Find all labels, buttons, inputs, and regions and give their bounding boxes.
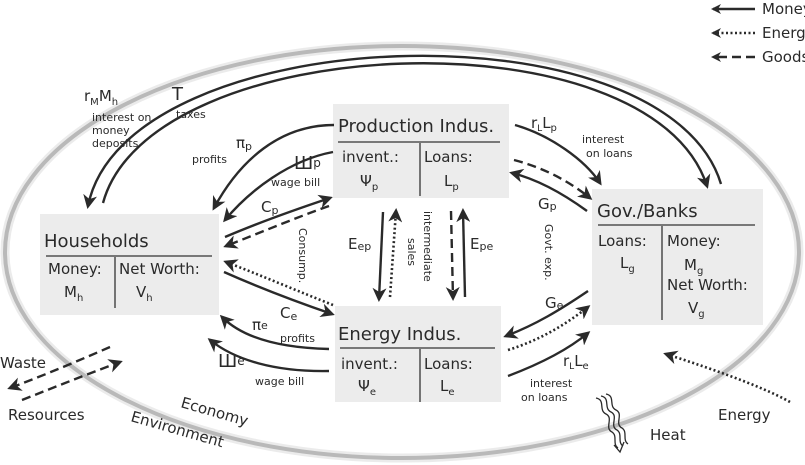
gov-title: Gov./Banks xyxy=(597,201,698,222)
resources-label: Resources xyxy=(8,406,85,424)
households-money-var: Mh xyxy=(64,283,83,304)
interest-e-arrow xyxy=(507,331,591,378)
profits-e-arrow xyxy=(219,314,330,351)
rLLp-label: rLLp xyxy=(531,114,557,134)
waste-label: Waste xyxy=(0,354,46,372)
households-networth-var: Vh xyxy=(136,283,153,304)
intermediate-label: sales xyxy=(405,238,418,266)
gov-loans-var: Lg xyxy=(620,254,635,275)
E-pe-goods-arrow xyxy=(445,210,460,301)
energy-inventory-var: Ψe xyxy=(358,377,376,398)
G-e-label: Ge xyxy=(545,294,564,312)
consumption-p-goods-arrow xyxy=(223,204,330,249)
heat-label: Heat xyxy=(650,426,686,444)
energy-loans-label: Loans: xyxy=(424,355,473,373)
heat-icon xyxy=(595,393,629,454)
wage-e-arrow xyxy=(207,338,330,373)
arc-households-to-gov xyxy=(101,62,711,204)
w-p-label: Шp xyxy=(294,153,321,174)
pi-p-desc: profits xyxy=(192,153,227,166)
w-e-desc: wage bill xyxy=(255,375,304,388)
legend-money-label: Money xyxy=(762,0,805,18)
legend: Money Energy Goods xyxy=(711,0,805,66)
w-e-label: Шe xyxy=(218,351,245,372)
legend-goods-label: Goods xyxy=(762,48,805,66)
consumption-p-money-arrow xyxy=(224,194,333,239)
consumption-e-money-arrow xyxy=(223,270,335,318)
gov-money-label: Money: xyxy=(667,232,721,250)
rMMh-label: rMMh xyxy=(84,87,118,108)
rLLp-desc: interest xyxy=(582,133,625,146)
gov-networth-var: Vg xyxy=(688,299,705,320)
energy-node: Energy Indus. invent.: Ψe Loans: Le xyxy=(335,306,501,402)
economy-boundary-glow xyxy=(0,41,804,463)
gov-loans-label: Loans: xyxy=(598,232,647,250)
pi-p-label: πp xyxy=(236,134,252,153)
T-desc: taxes xyxy=(176,108,206,121)
w-p-desc: wage bill xyxy=(271,176,320,189)
T-label: T xyxy=(171,84,184,105)
arc-gov-to-households xyxy=(83,54,723,209)
households-networth-label: Net Worth: xyxy=(119,260,200,278)
production-loans-label: Loans: xyxy=(424,148,473,166)
rMMh-desc: money xyxy=(92,124,130,137)
energy-inventory-label: invent.: xyxy=(341,355,398,373)
wage-p-arrow xyxy=(223,150,334,223)
rLLe-desc: interest xyxy=(530,377,573,390)
households-title: Households xyxy=(44,231,149,252)
pi-e-label: πe xyxy=(252,316,268,334)
rMMh-desc: deposits xyxy=(92,137,139,150)
rMMh-desc: interest on xyxy=(92,111,151,124)
E-ep-label: Eep xyxy=(348,235,371,253)
govt-exp-e-money-arrow xyxy=(503,290,589,339)
G-p-label: Gp xyxy=(538,195,557,213)
energy-to-gov-arrow xyxy=(507,305,591,352)
gov-banks-node: Gov./Banks Loans: Lg Money: Mg Net Worth… xyxy=(592,189,763,325)
rLLe-label: rLLe xyxy=(563,352,589,372)
legend-energy-label: Energy xyxy=(762,24,805,42)
households-node: Households Money: Mh Net Worth: Vh xyxy=(40,214,219,315)
govt-exp-label: Govt. exp. xyxy=(542,224,555,281)
E-pe-money-arrow xyxy=(456,208,471,298)
energy-input-label: Energy xyxy=(718,406,771,424)
consumption-label: Consump. xyxy=(296,228,309,283)
rLLe-desc: on loans xyxy=(521,391,568,404)
rLLp-desc: on loans xyxy=(586,147,633,160)
interest-p-arrow xyxy=(514,123,602,186)
production-loans-var: Lp xyxy=(444,172,459,193)
govt-exp-p-goods-arrow xyxy=(513,158,593,200)
C-p-label: Cp xyxy=(261,198,278,217)
production-inventory-label: invent.: xyxy=(342,148,399,166)
E-ep-energy-arrow xyxy=(388,208,403,298)
gov-networth-label: Net Worth: xyxy=(667,276,748,294)
govt-exp-p-money-arrow xyxy=(509,168,588,212)
energy-loans-var: Le xyxy=(440,377,455,398)
gov-money-var: Mg xyxy=(684,256,703,277)
C-e-label: Ce xyxy=(280,304,297,323)
households-money-label: Money: xyxy=(48,260,102,278)
pi-e-desc: profits xyxy=(280,332,315,345)
E-ep-money-arrow xyxy=(372,211,387,302)
intermediate-label: intermediate xyxy=(421,211,434,282)
production-title: Production Indus. xyxy=(338,116,494,137)
E-pe-label: Epe xyxy=(470,235,493,253)
profits-p-arrow xyxy=(212,123,335,211)
production-node: Production Indus. invent.: Ψp Loans: Lp xyxy=(333,104,509,198)
energy-title: Energy Indus. xyxy=(338,324,461,345)
production-inventory-var: Ψp xyxy=(360,172,378,193)
energy-to-households-arrow xyxy=(223,259,334,307)
